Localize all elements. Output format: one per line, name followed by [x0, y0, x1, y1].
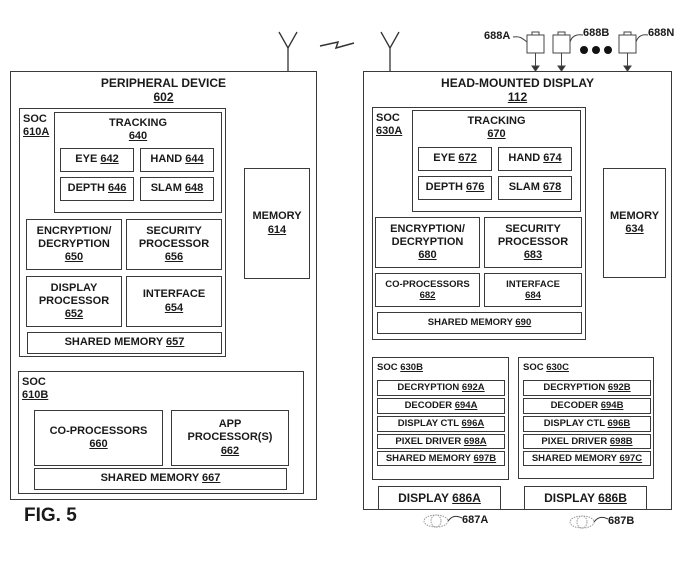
pixel-driver-698b-box: PIXEL DRIVER 698B: [523, 434, 651, 449]
shared-memory-667-box: SHARED MEMORY 667: [34, 468, 287, 490]
shared-memory-657-box: SHARED MEMORY 657: [27, 332, 222, 354]
memory-614-box: MEMORY 614: [244, 168, 310, 279]
display-686b-box: DISPLAY 686B: [524, 486, 647, 510]
co-processors-660-box: CO-PROCESSORS 660: [34, 410, 163, 466]
shared-memory-697b-box: SHARED MEMORY 697B: [377, 451, 505, 466]
security-processor-656-box: SECURITY PROCESSOR 656: [126, 219, 222, 270]
eye-ref-label: 687B: [608, 515, 635, 527]
tracking-depth-box: DEPTH 676: [418, 176, 492, 200]
memory-634-box: MEMORY 634: [603, 168, 666, 278]
interface-684-box: INTERFACE 684: [484, 273, 582, 307]
display-686a-box: DISPLAY 686A: [378, 486, 501, 510]
tracking-670-title: TRACKING 670: [467, 115, 526, 140]
soc-610b-label: SOC 610B: [22, 376, 49, 401]
security-processor-683-box: SECURITY PROCESSOR 683: [484, 217, 582, 268]
sensor-icon: [526, 31, 545, 72]
app-processor-662-box: APP PROCESSOR(S) 662: [171, 410, 289, 466]
figure-label: FIG. 5: [24, 505, 77, 526]
tracking-hand-box: HAND 674: [498, 147, 572, 171]
display-processor-652-box: DISPLAY PROCESSOR 652: [26, 276, 122, 327]
encryption-decryption-650-box: ENCRYPTION/ DECRYPTION 650: [26, 219, 122, 270]
shared-memory-697c-box: SHARED MEMORY 697C: [523, 451, 651, 466]
pixel-driver-698a-box: PIXEL DRIVER 698A: [377, 434, 505, 449]
tracking-640-title: TRACKING 640: [108, 117, 168, 142]
sensor-ref-label: 688N: [648, 27, 675, 39]
wireless-link-icon: [319, 40, 355, 50]
sensor-ref-label: 688B: [583, 27, 610, 39]
tracking-depth-box: DEPTH 646: [60, 177, 134, 201]
antenna-icon: [380, 31, 400, 71]
eye-ref-label: 687A: [462, 514, 489, 526]
display-ctl-696a-box: DISPLAY CTL 696A: [377, 416, 505, 432]
soc-630a-label: SOC 630A: [376, 112, 403, 137]
tracking-hand-box: HAND 644: [140, 148, 214, 172]
decoder-694b-box: DECODER 694B: [523, 398, 651, 414]
decryption-692a-box: DECRYPTION 692A: [377, 380, 505, 396]
interface-654-box: INTERFACE 654: [126, 276, 222, 327]
soc-630b-label: SOC 630B: [377, 362, 423, 373]
decoder-694a-box: DECODER 694A: [377, 398, 505, 414]
tracking-slam-box: SLAM 678: [498, 176, 572, 200]
display-ctl-696b-box: DISPLAY CTL 696B: [523, 416, 651, 432]
eye-icon: [569, 515, 595, 529]
soc-630c-label: SOC 630C: [523, 362, 569, 373]
encryption-decryption-680-box: ENCRYPTION/ DECRYPTION 680: [375, 217, 480, 268]
sensor-icon: [552, 31, 571, 72]
shared-memory-690-box: SHARED MEMORY 690: [377, 312, 582, 334]
tracking-slam-box: SLAM 648: [140, 177, 214, 201]
soc-610a-label: SOC 610A: [23, 113, 50, 138]
peripheral-device-title: PERIPHERAL DEVICE 602: [100, 76, 227, 105]
decryption-692b-box: DECRYPTION 692B: [523, 380, 651, 396]
ellipsis-dots-icon: [580, 46, 612, 54]
tracking-eye-box: EYE 672: [418, 147, 492, 171]
hmd-title: HEAD-MOUNTED DISPLAY 112: [441, 76, 594, 105]
co-processors-682-box: CO-PROCESSORS 682: [375, 273, 480, 307]
sensor-icon: [618, 31, 637, 72]
antenna-icon: [278, 31, 298, 71]
sensor-ref-label: 688A: [484, 30, 511, 42]
eye-icon: [423, 514, 449, 528]
tracking-eye-box: EYE 642: [60, 148, 134, 172]
